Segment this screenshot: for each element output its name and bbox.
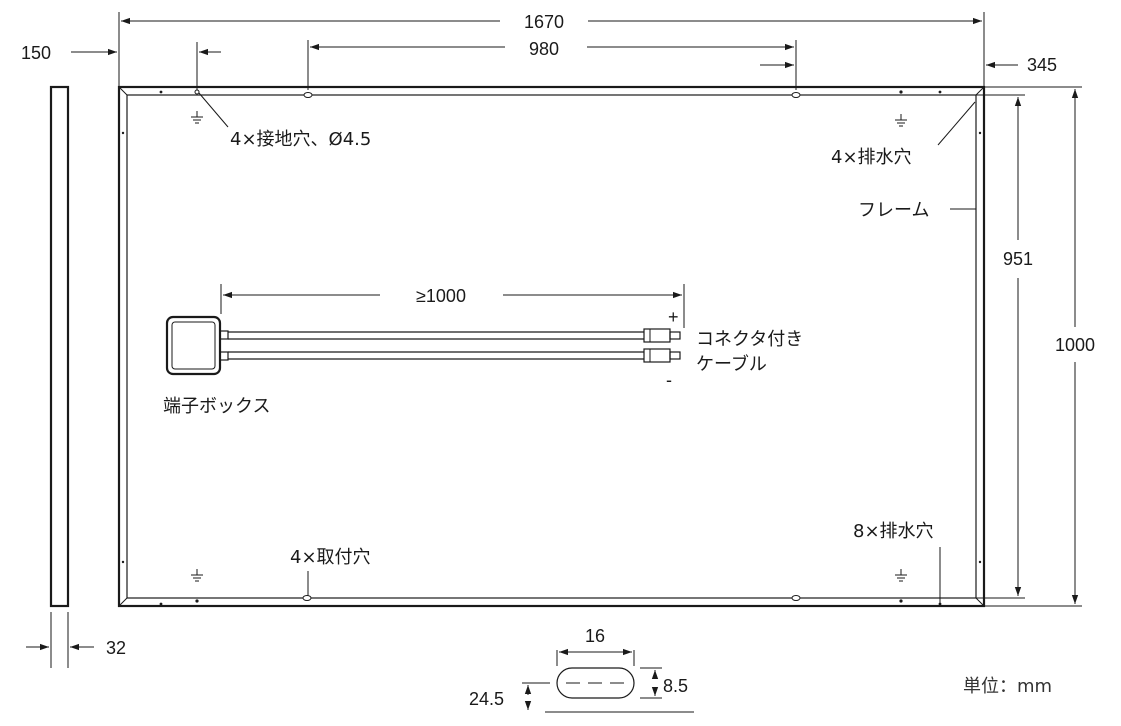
dimension-total-width: [118, 12, 985, 87]
drain-holes-top-label: 4×排水穴: [831, 147, 912, 168]
slot-detail: [522, 648, 694, 713]
total-width-value: 1670: [524, 12, 564, 32]
left-offset-value: 150: [21, 43, 51, 63]
dimension-hole-spacing: [307, 40, 797, 90]
hole-spacing-value: 980: [529, 39, 559, 59]
dimension-frame-depth: [26, 612, 94, 668]
grounding-leader: [198, 92, 229, 128]
unit-label: 単位：mm: [963, 676, 1052, 697]
junction-box-label: 端子ボックス: [163, 396, 270, 417]
right-offset-value: 345: [1027, 55, 1057, 75]
polarity-plus: +: [668, 307, 679, 327]
dimension-total-height: [984, 86, 1082, 607]
dimension-left-offset: [71, 42, 221, 90]
drain-top-leader: [937, 101, 976, 146]
cable-length-value: ≥1000: [416, 286, 466, 306]
junction-box: [165, 315, 229, 376]
connector-cables: [228, 328, 681, 363]
connector-cable-label-line2: ケーブル: [696, 353, 767, 375]
ground-symbol-icon: [894, 568, 908, 582]
ground-symbol-icon: [190, 110, 204, 124]
frame-label: フレーム: [858, 200, 929, 221]
panel-frame: [117, 85, 986, 608]
slot-width-value: 8.5: [663, 676, 688, 696]
dimension-cable-length: [220, 284, 685, 328]
polarity-minus: -: [666, 370, 672, 390]
frame-holes: [121, 89, 982, 606]
mounting-holes-label: 4×取付穴: [290, 547, 371, 568]
ground-symbol-icon: [894, 113, 908, 127]
total-height-value: 1000: [1055, 335, 1095, 355]
connector-cable-label-line1: コネクタ付き: [696, 329, 803, 350]
ground-symbol-icon: [190, 568, 204, 582]
inner-height-value: 951: [1003, 249, 1033, 269]
frame-side-view: [49, 85, 70, 608]
frame-depth-value: 32: [106, 638, 126, 658]
slot-length-value: 16: [585, 626, 605, 646]
drain-holes-bottom-label: 8×排水穴: [853, 521, 934, 542]
grounding-holes-label: 4×接地穴、Ø4.5: [230, 129, 371, 150]
dimension-inner-height: [976, 94, 1025, 599]
slot-position-value: 24.5: [469, 689, 504, 709]
